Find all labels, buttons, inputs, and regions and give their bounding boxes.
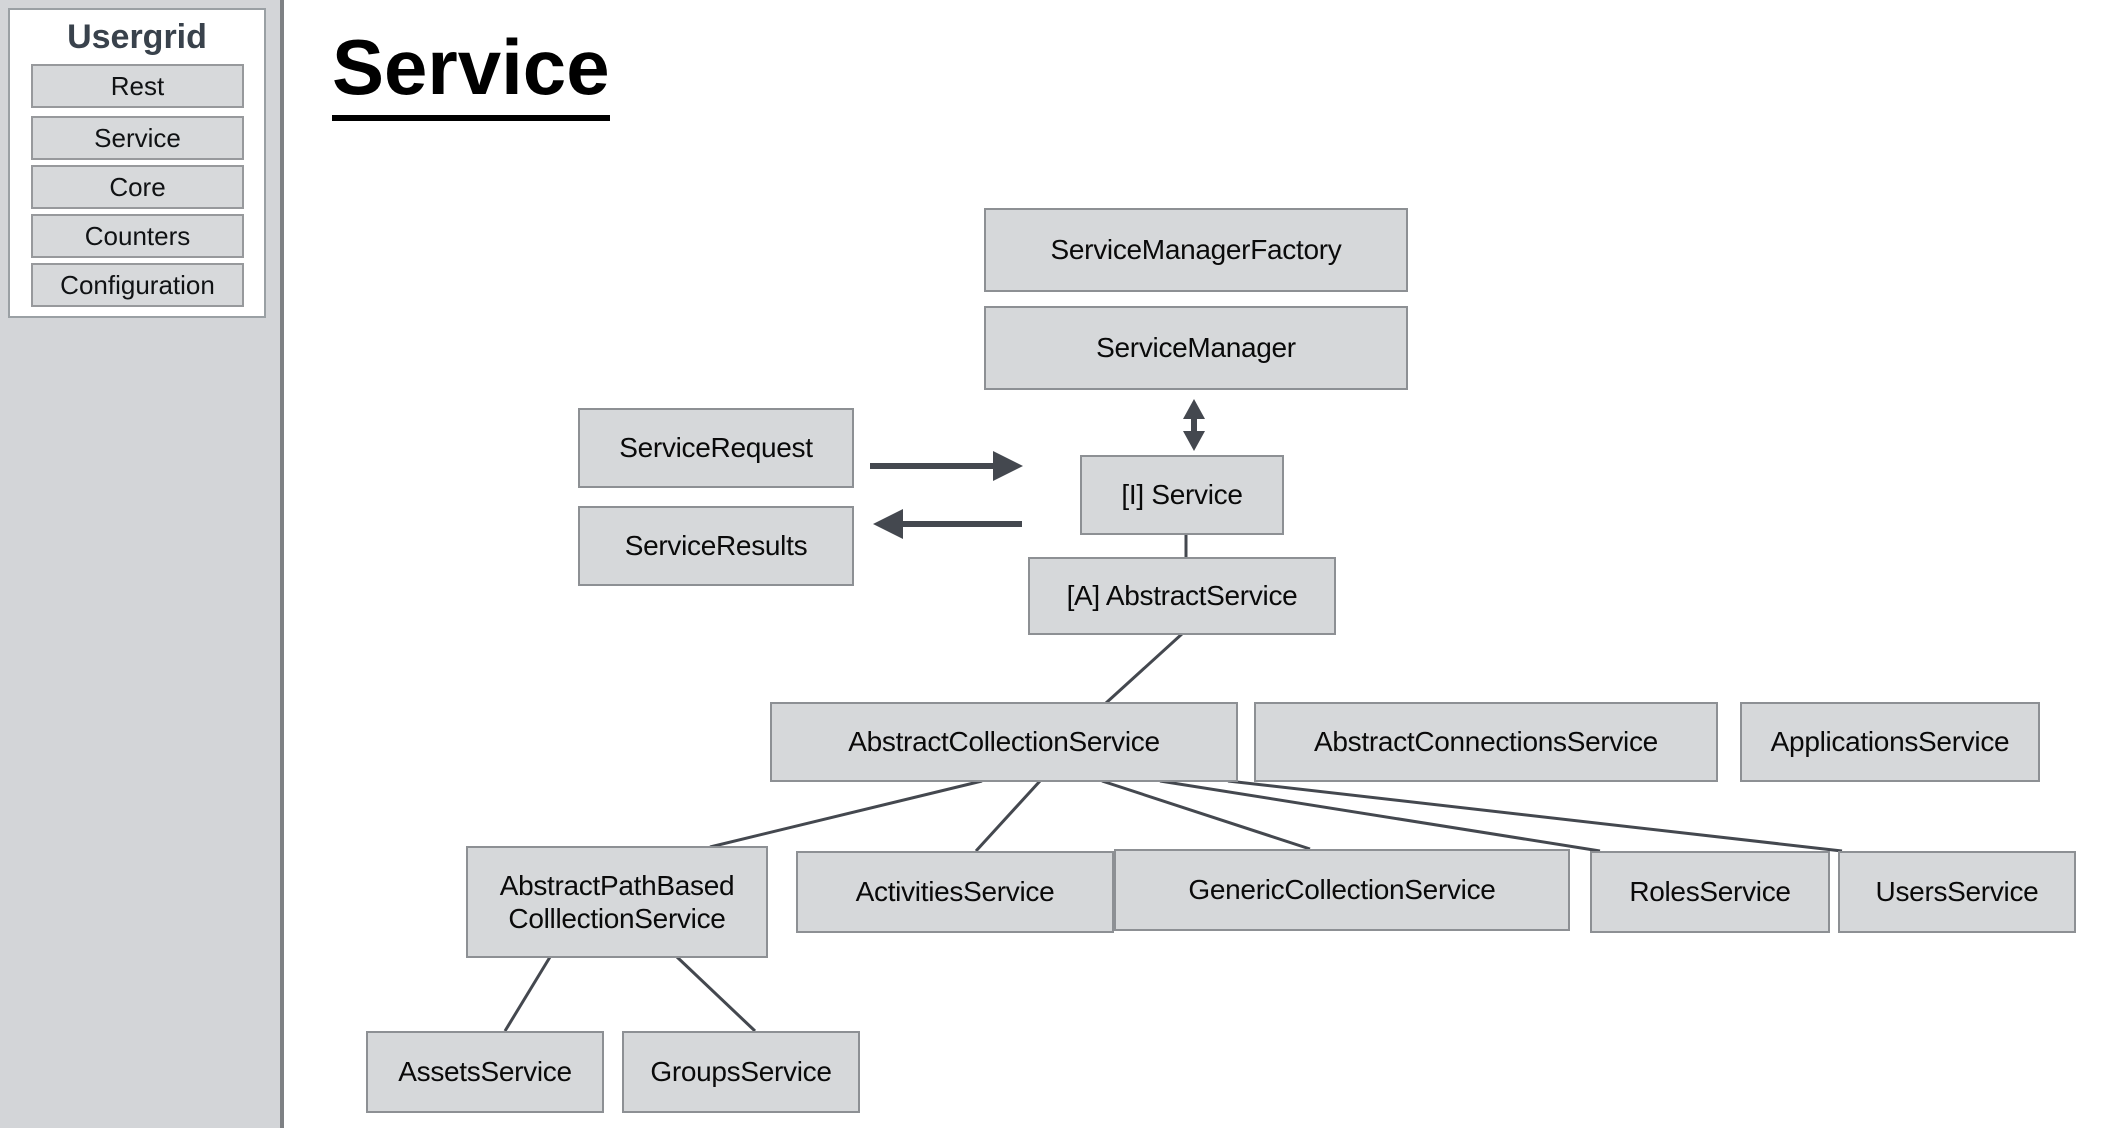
sidebar-item-service[interactable]: Service	[31, 116, 244, 160]
edge-servicemanager-iservice	[1183, 399, 1205, 451]
node-assets-service: AssetsService	[366, 1031, 604, 1113]
sidebar-item-core[interactable]: Core	[31, 165, 244, 209]
page-title: Service	[332, 22, 610, 121]
node-abstract-path-based-colllection-service: AbstractPathBased ColllectionService	[466, 846, 768, 958]
node-service-request: ServiceRequest	[578, 408, 854, 488]
node-applications-service: ApplicationsService	[1740, 702, 2040, 782]
edge-servicerequest-iservice	[870, 451, 1023, 481]
edge-abstractcollection-rolesservice	[1159, 779, 1601, 853]
sidebar-item-counters[interactable]: Counters	[31, 214, 244, 258]
node-i-service: [I] Service	[1080, 455, 1284, 535]
node-abstract-collection-service: AbstractCollectionService	[770, 702, 1238, 782]
sidebar: Usergrid Rest Service Core Counters Conf…	[0, 0, 284, 1128]
node-groups-service: GroupsService	[622, 1031, 860, 1113]
node-generic-collection-service: GenericCollectionService	[1114, 849, 1570, 931]
node-service-manager: ServiceManager	[984, 306, 1408, 390]
node-activities-service: ActivitiesService	[796, 851, 1114, 933]
sidebar-item-configuration[interactable]: Configuration	[31, 263, 244, 307]
node-abstract-connections-service: AbstractConnectionsService	[1254, 702, 1718, 782]
sidebar-nav-card: Usergrid Rest Service Core Counters Conf…	[8, 8, 266, 318]
node-roles-service: RolesService	[1590, 851, 1830, 933]
edge-abstractpathbased-groupsservice	[675, 955, 757, 1033]
sidebar-item-rest[interactable]: Rest	[31, 64, 244, 108]
edge-abstractcollection-usersservice	[1227, 779, 1843, 853]
node-users-service: UsersService	[1838, 851, 2076, 933]
edge-abstractcollection-genericcollectionservice	[1101, 779, 1311, 851]
edge-abstractpathbased-assetsservice	[503, 956, 552, 1032]
edge-iservice-serviceresults	[873, 509, 1022, 539]
sidebar-title: Usergrid	[67, 18, 207, 56]
edge-abstractcollection-abstractpathbased	[709, 779, 983, 849]
node-service-manager-factory: ServiceManagerFactory	[984, 208, 1408, 292]
edge-abstractservice-abstractcollectionservice	[1104, 631, 1185, 705]
node-service-results: ServiceResults	[578, 506, 854, 586]
node-a-abstract-service: [A] AbstractService	[1028, 557, 1336, 635]
edge-abstractcollection-activitiesservice	[974, 779, 1042, 853]
